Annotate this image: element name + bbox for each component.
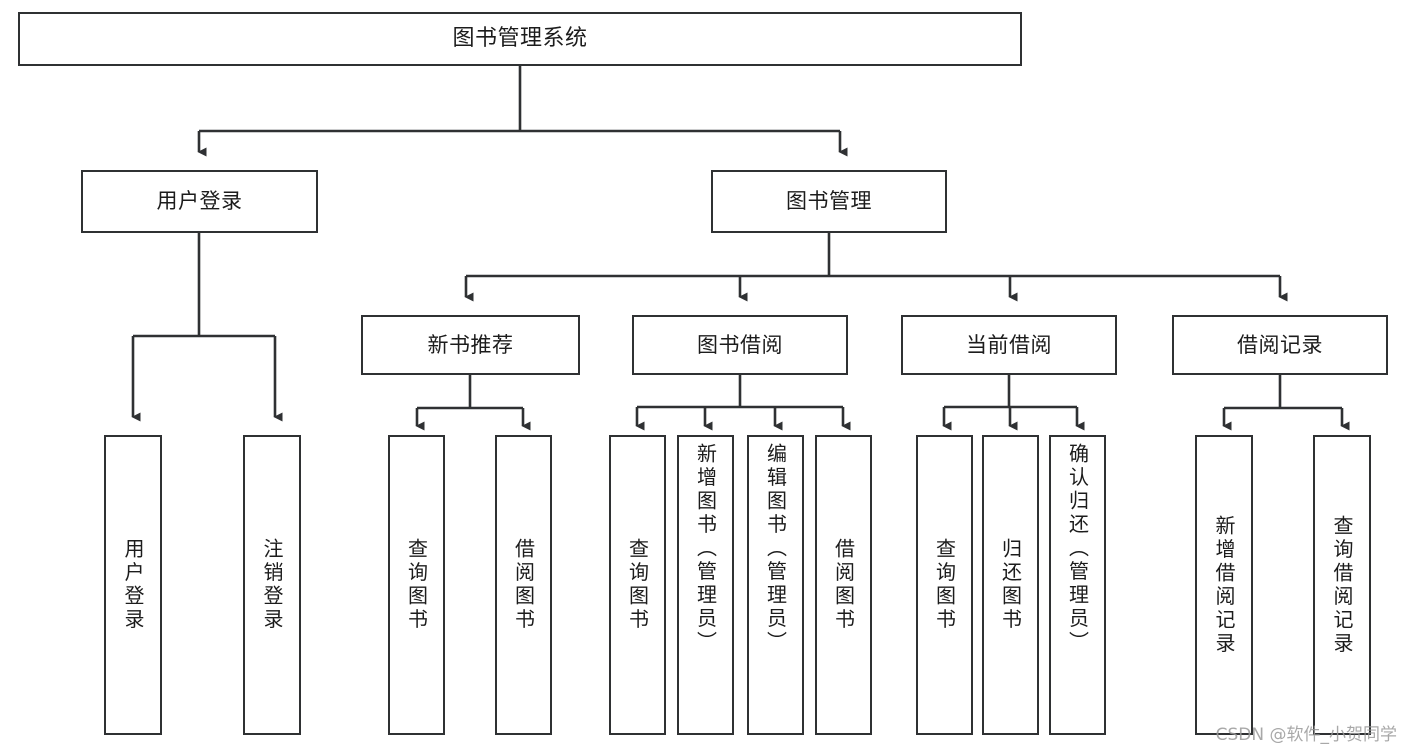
leaf-user-login-logout[interactable]: 注销登录 [243, 435, 301, 735]
leaf-borrow-record-query[interactable]: 查询借阅记录 [1313, 435, 1371, 735]
node-label: 当前借阅 [966, 332, 1052, 357]
node-label: 新书推荐 [427, 332, 514, 357]
node-label: 编辑图书（管理员） [763, 443, 788, 655]
node-label: 借阅图书 [511, 538, 536, 632]
node-label: 用户登录 [121, 538, 145, 632]
node-borrow-record[interactable]: 借阅记录 [1172, 315, 1388, 375]
node-label: 查询图书 [625, 538, 650, 632]
node-label: 图书管理 [786, 189, 872, 214]
node-label: 用户登录 [156, 189, 243, 214]
node-label: 借阅图书 [831, 538, 856, 632]
node-label: 图书借阅 [697, 332, 783, 357]
node-label: 查询图书 [404, 538, 429, 632]
node-user-login[interactable]: 用户登录 [81, 170, 318, 233]
node-label: 查询图书 [932, 538, 957, 632]
node-label: 查询借阅记录 [1330, 514, 1354, 656]
node-label: 确认归还（管理员） [1065, 443, 1090, 655]
csdn-watermark: CSDN @软件_小贺同学 [1215, 725, 1397, 745]
node-new-book-recommend[interactable]: 新书推荐 [361, 315, 580, 375]
leaf-book-borrow-add[interactable]: 新增图书（管理员） [677, 435, 734, 735]
node-current-borrow[interactable]: 当前借阅 [901, 315, 1117, 375]
leaf-current-borrow-return[interactable]: 归还图书 [982, 435, 1039, 735]
leaf-new-book-query[interactable]: 查询图书 [388, 435, 445, 735]
leaf-borrow-record-add[interactable]: 新增借阅记录 [1195, 435, 1253, 735]
node-label: 新增借阅记录 [1212, 514, 1236, 656]
leaf-book-borrow-edit[interactable]: 编辑图书（管理员） [747, 435, 804, 735]
leaf-new-book-borrow[interactable]: 借阅图书 [495, 435, 552, 735]
node-root-system[interactable]: 图书管理系统 [18, 12, 1022, 66]
node-label: 借阅记录 [1237, 332, 1323, 357]
node-book-borrow[interactable]: 图书借阅 [632, 315, 848, 375]
node-book-management[interactable]: 图书管理 [711, 170, 947, 233]
node-label: 注销登录 [260, 538, 284, 632]
leaf-current-borrow-confirm[interactable]: 确认归还（管理员） [1049, 435, 1106, 735]
leaf-book-borrow-borrow[interactable]: 借阅图书 [815, 435, 872, 735]
node-label: 归还图书 [998, 538, 1023, 632]
node-label: 新增图书（管理员） [693, 443, 718, 655]
leaf-current-borrow-query[interactable]: 查询图书 [916, 435, 973, 735]
leaf-user-login-login[interactable]: 用户登录 [104, 435, 162, 735]
node-label: 图书管理系统 [452, 26, 588, 52]
leaf-book-borrow-query[interactable]: 查询图书 [609, 435, 666, 735]
